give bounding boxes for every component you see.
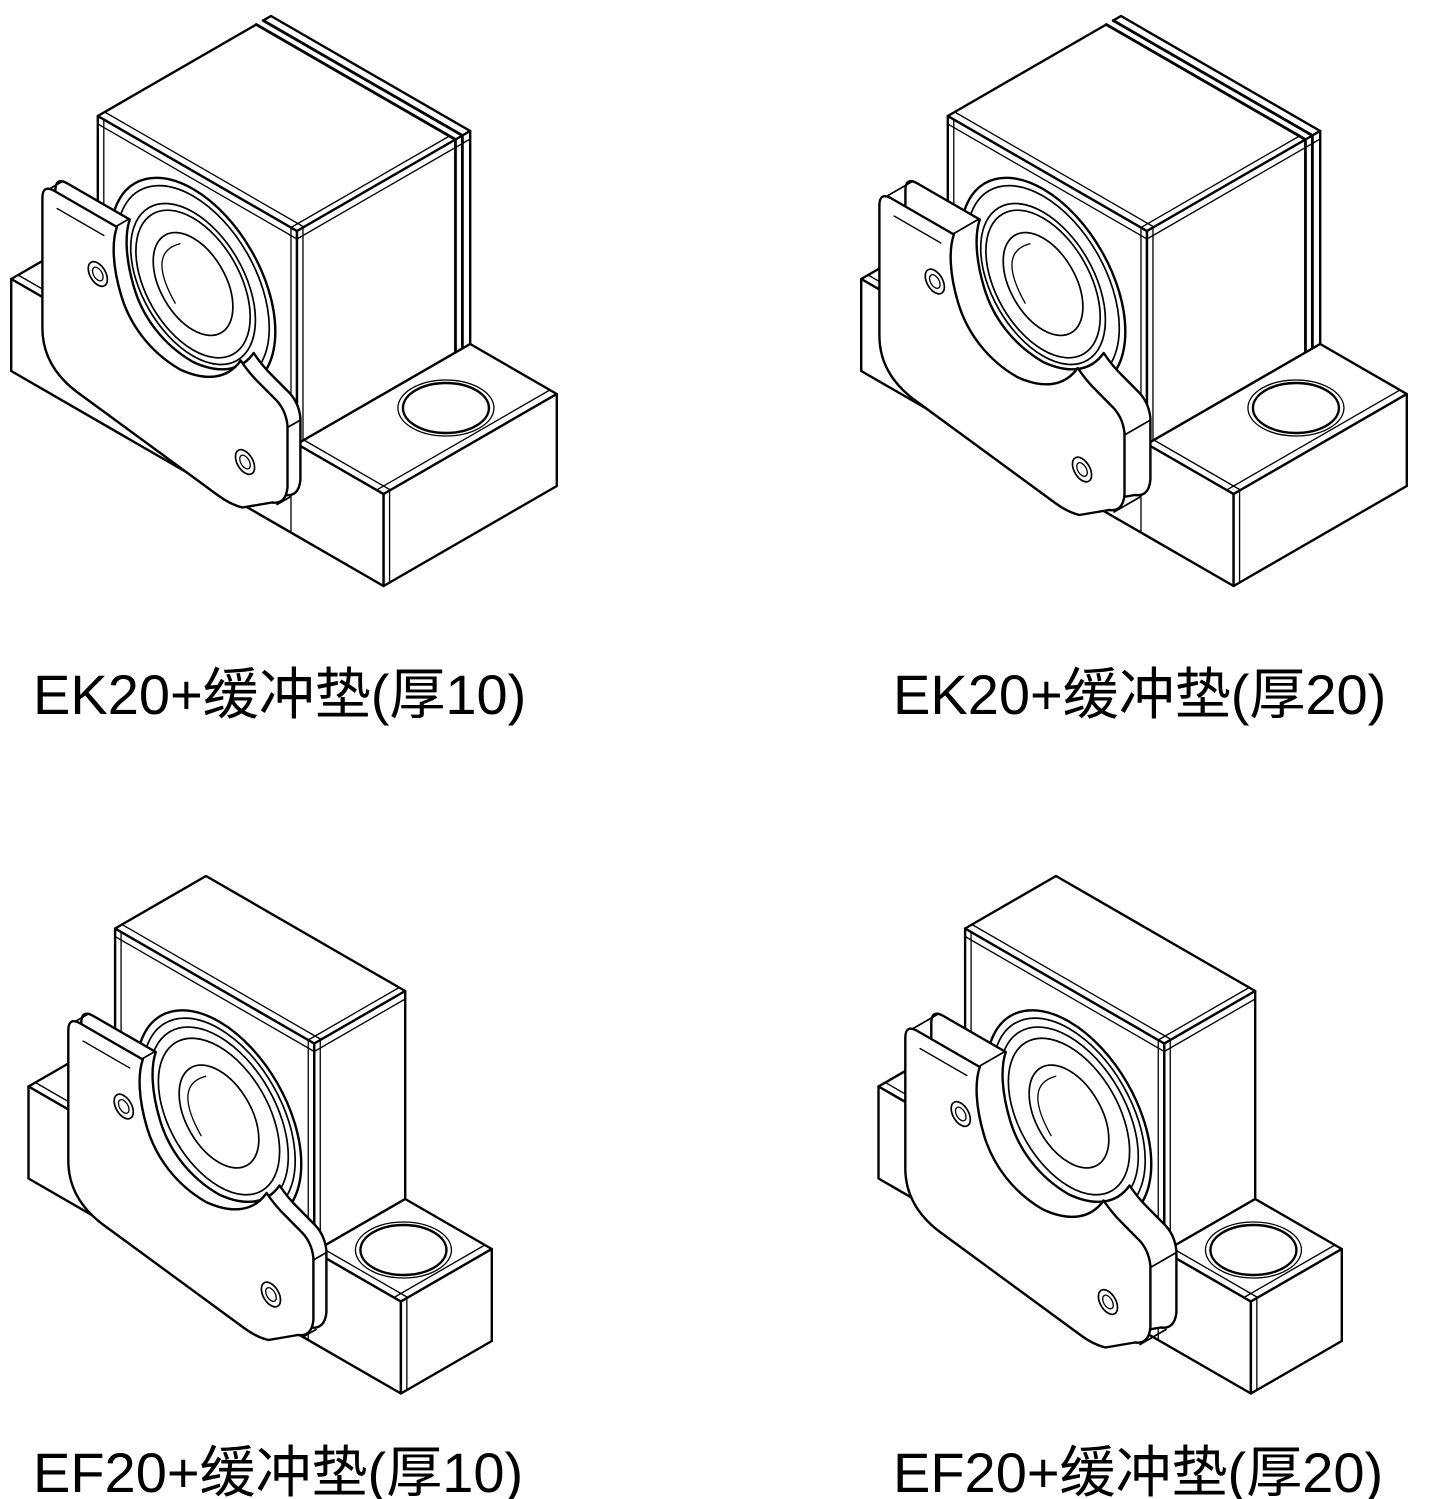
isometric-drawing-ek20-pad20 [860, 14, 1408, 588]
figure-ek20-pad20 [856, 2, 1426, 608]
caption-ef20-pad20: EF20+缓冲垫(厚20) [893, 1441, 1384, 1499]
buffer-pad-holes [87, 260, 256, 476]
foot-mounting-hole [1247, 379, 1345, 437]
block-right-face [313, 989, 407, 1253]
foot-mounting-hole [354, 1221, 453, 1279]
buffer-pad-holes [924, 268, 1093, 483]
block-top-face [946, 14, 1322, 233]
figure-ef20-pad10 [6, 858, 571, 1418]
block-right-face [295, 129, 472, 446]
foot-mounting-hole [397, 379, 495, 437]
foot-mounting-hole [1204, 1221, 1303, 1279]
buffer-pad-holes [113, 1093, 282, 1308]
figure-ef20-pad20 [856, 858, 1421, 1418]
isometric-drawing-ef20-pad20 [877, 874, 1343, 1395]
caption-ef20-pad10: EF20+缓冲垫(厚10) [33, 1441, 524, 1499]
isometric-drawing-ek20-pad10 [10, 14, 558, 588]
isometric-drawing-ef20-pad10 [27, 874, 493, 1395]
block-top-face [96, 14, 472, 233]
buffer-pad-holes [950, 1100, 1119, 1316]
figure-ek20-pad10 [6, 2, 576, 608]
caption-ek20-pad20: EK20+缓冲垫(厚20) [893, 663, 1387, 726]
caption-ek20-pad10: EK20+缓冲垫(厚10) [33, 663, 527, 726]
